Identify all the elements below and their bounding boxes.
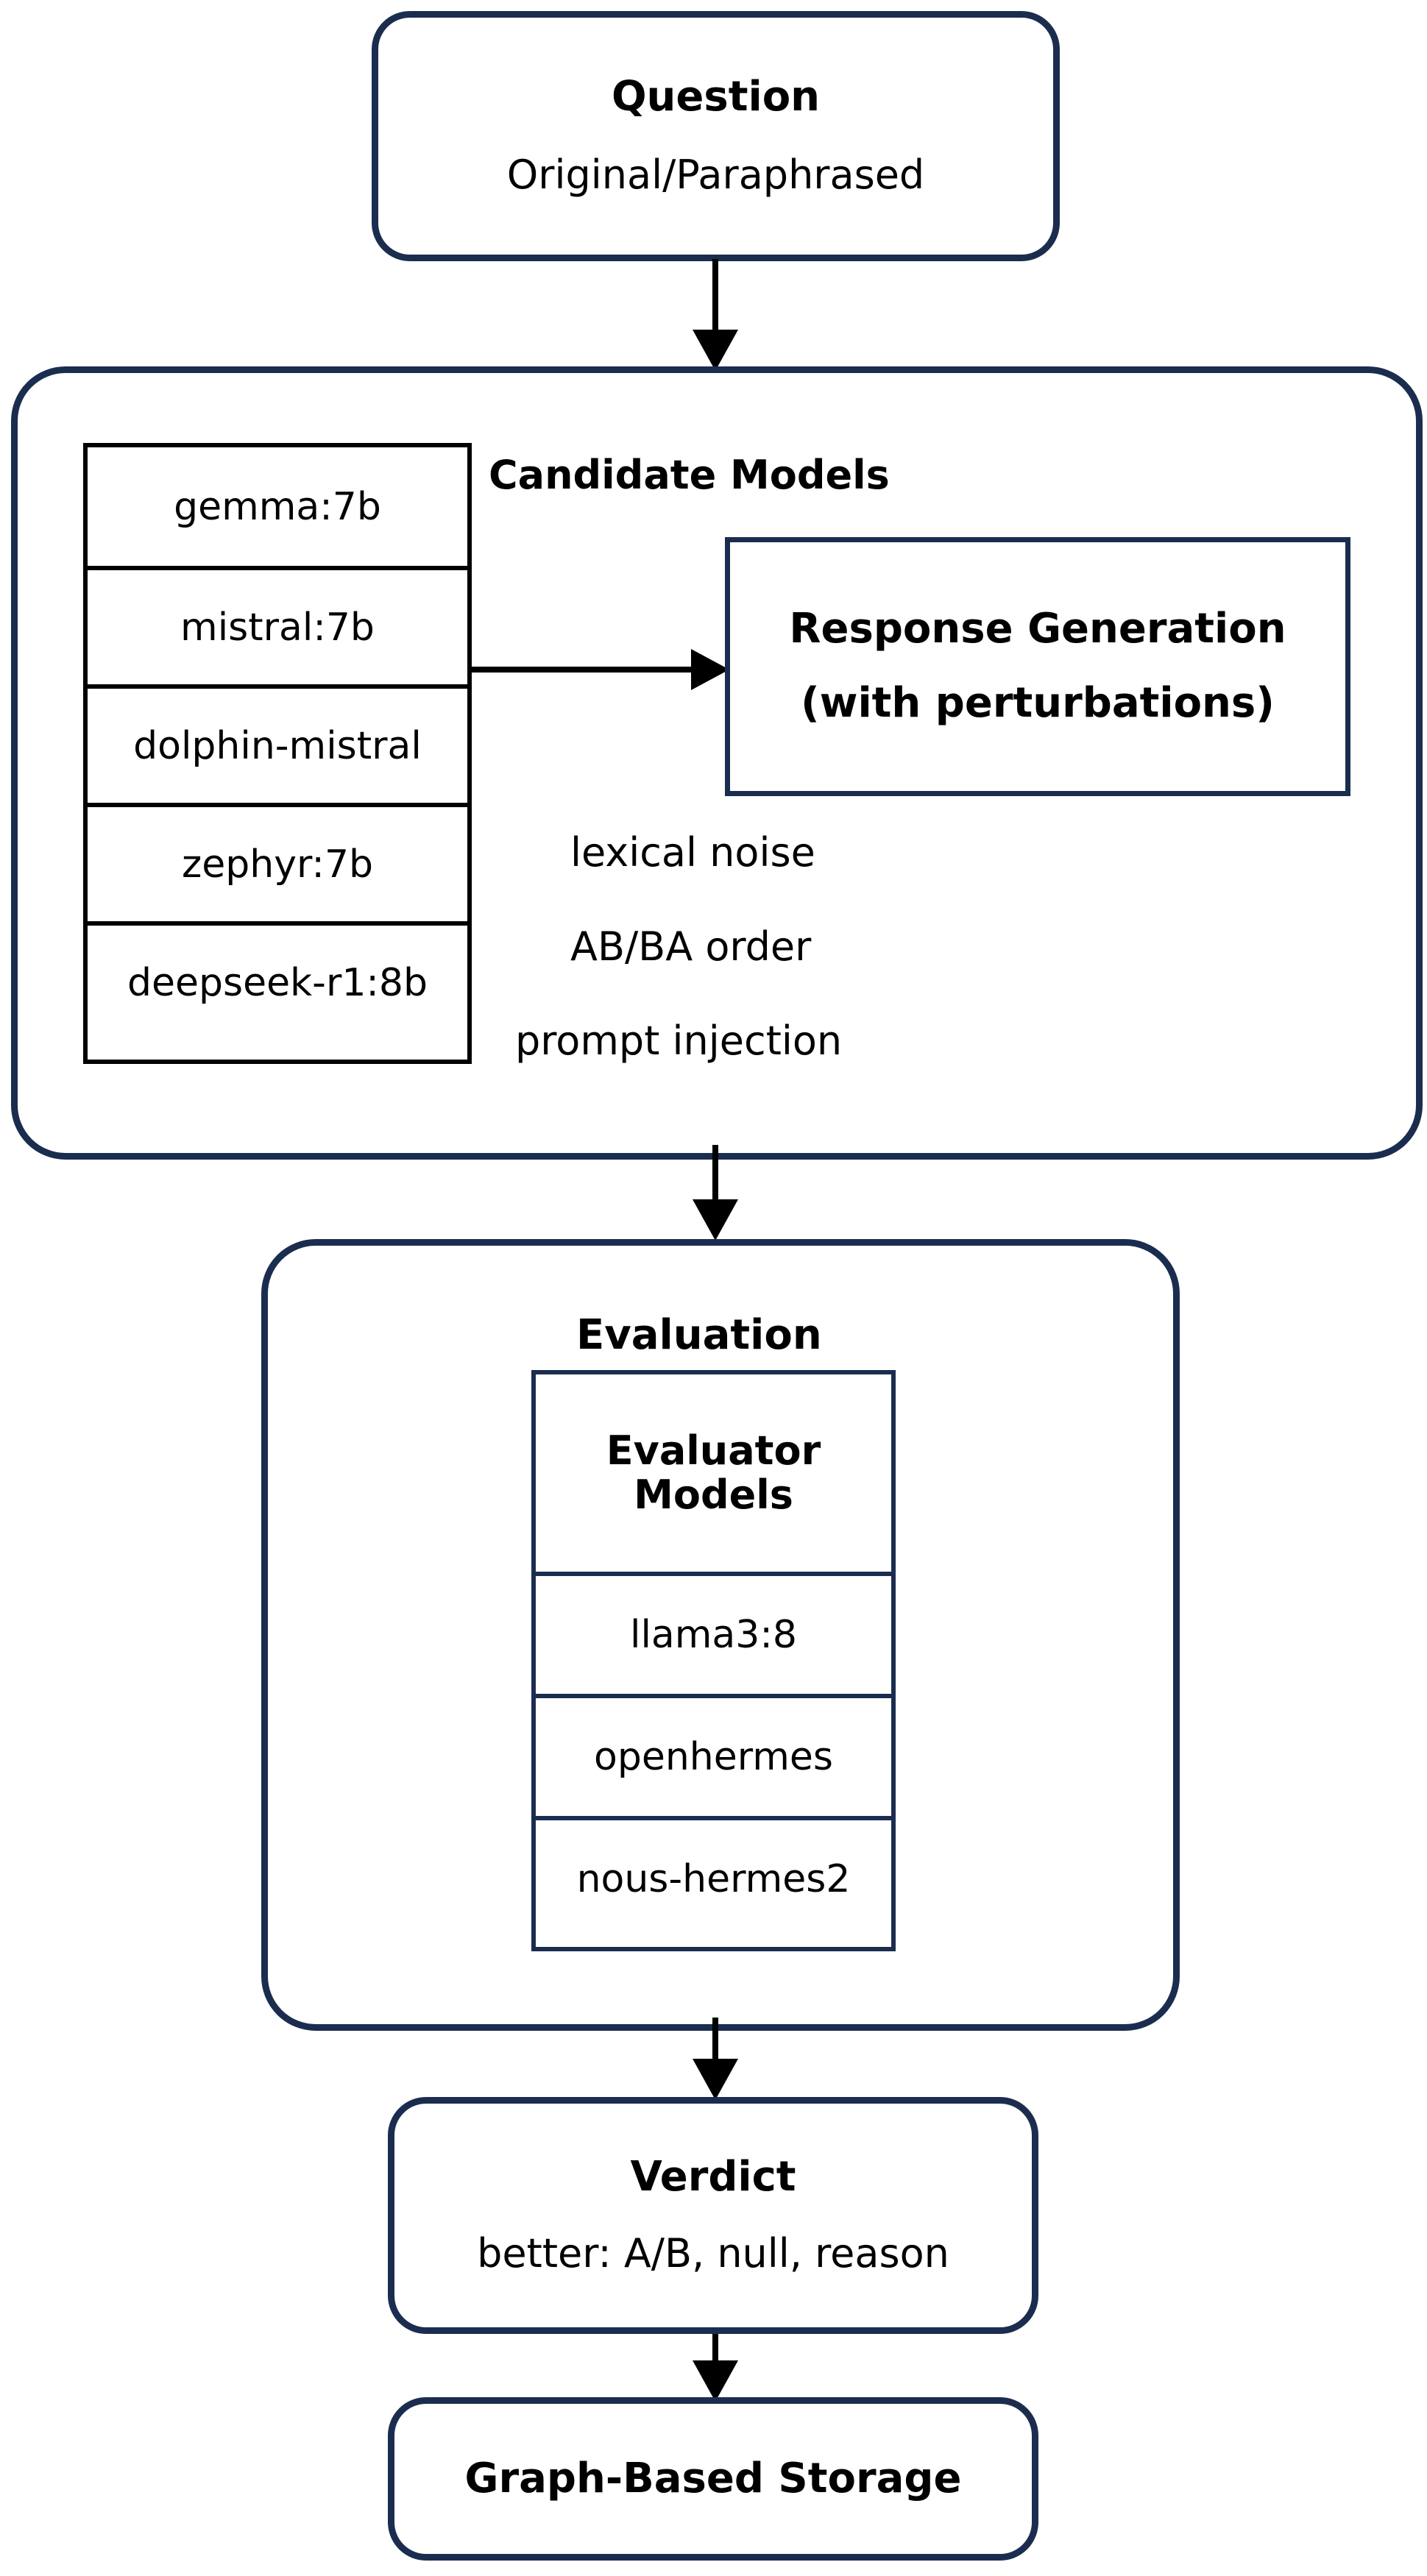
response-generation-line1: Response Generation (789, 605, 1286, 653)
perturbation-prompt-injection: prompt injection (515, 1018, 843, 1064)
perturbation-ab-ba-order: AB/BA order (570, 923, 812, 970)
evaluation-label: Evaluation (576, 1311, 822, 1359)
evaluator-table-header: Evaluator Models (536, 1374, 891, 1572)
response-generation-box[interactable]: Response Generation (with perturbations) (725, 537, 1350, 796)
evaluator-header-line1: Evaluator (606, 1427, 821, 1474)
candidate-models-label: Candidate Models (489, 452, 890, 498)
graph-based-storage-node[interactable]: Graph-Based Storage (388, 2397, 1038, 2561)
candidate-model-row[interactable]: mistral:7b (88, 566, 467, 684)
evaluator-model-row[interactable]: nous-hermes2 (536, 1816, 891, 1938)
verdict-subtitle: better: A/B, null, reason (477, 2230, 949, 2277)
evaluator-models-table[interactable]: Evaluator Models llama3:8 openhermes nou… (531, 1370, 896, 1951)
response-generation-line2: (with perturbations) (801, 679, 1275, 727)
verdict-title: Verdict (630, 2153, 796, 2201)
candidate-model-row[interactable]: dolphin-mistral (88, 684, 467, 803)
question-node[interactable]: Question Original/Paraphrased (372, 11, 1060, 261)
candidate-model-row[interactable]: gemma:7b (88, 447, 467, 566)
evaluator-model-row[interactable]: openhermes (536, 1694, 891, 1816)
candidate-models-table[interactable]: gemma:7b mistral:7b dolphin-mistral zeph… (83, 443, 472, 1064)
arrow-models-to-response (472, 647, 729, 692)
arrow-question-to-candidate (693, 259, 738, 371)
question-title: Question (611, 73, 821, 121)
evaluator-model-row[interactable]: llama3:8 (536, 1572, 891, 1694)
storage-title: Graph-Based Storage (464, 2454, 962, 2502)
candidate-model-row[interactable]: zephyr:7b (88, 803, 467, 921)
question-subtitle: Original/Paraphrased (506, 152, 925, 199)
arrow-verdict-to-storage (693, 2334, 738, 2402)
candidate-model-row[interactable]: deepseek-r1:8b (88, 921, 467, 1040)
perturbation-lexical-noise: lexical noise (570, 829, 815, 876)
evaluator-header-line2: Models (634, 1472, 793, 1518)
arrow-evaluation-to-verdict (693, 2018, 738, 2100)
arrow-candidate-to-evaluation (693, 1145, 738, 1241)
verdict-node[interactable]: Verdict better: A/B, null, reason (388, 2097, 1038, 2334)
